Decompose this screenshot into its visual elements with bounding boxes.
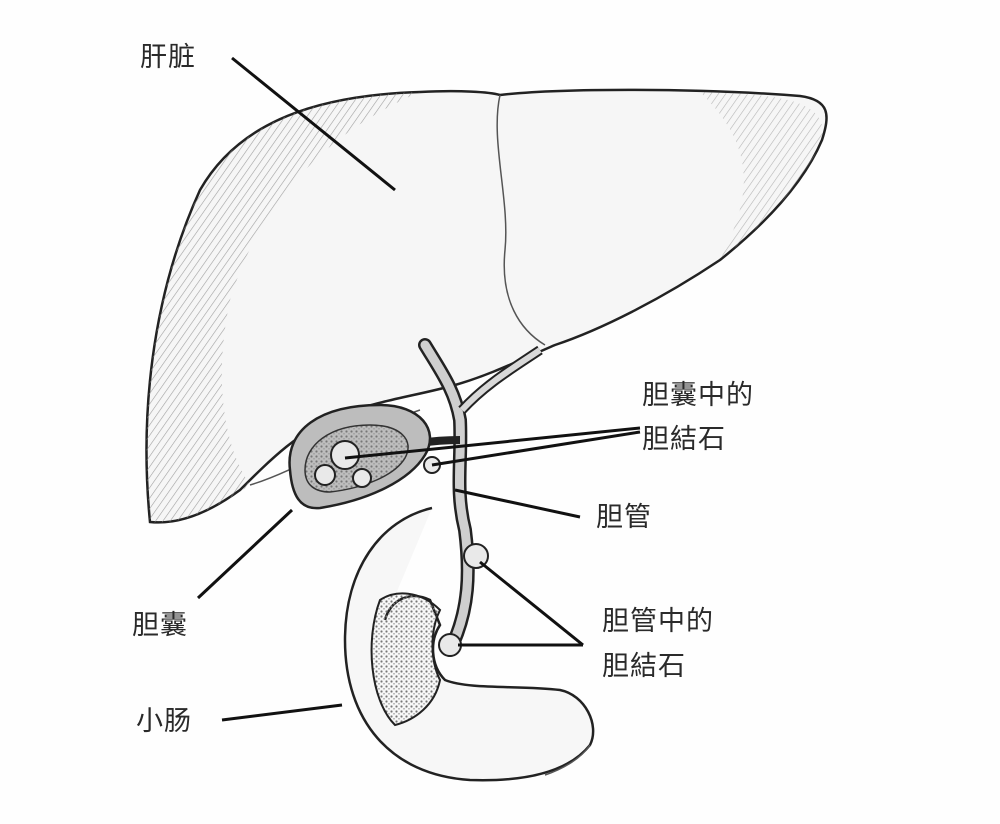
leader-lines [196,56,641,722]
small-intestine [343,506,595,782]
label-gallbladder: 胆囊 [132,610,188,641]
bile-duct [388,338,543,657]
label-gallbladder-stones-1: 胆囊中的 [642,380,754,411]
label-liver: 肝脏 [140,42,196,73]
leader-line-gallbladder-stones [344,426,641,460]
leader-line-gallbladder [196,508,294,600]
leader-line-bile-duct [454,488,581,519]
leader-line-duct-stones [479,560,584,647]
label-duct-stones-1: 胆管中的 [602,606,714,637]
label-bile-duct: 胆管 [596,502,652,533]
leader-line-gallbladder-stones [431,430,641,467]
label-small-intestine: 小肠 [136,706,192,737]
gallstone [352,468,372,488]
gallstone [330,440,360,470]
leader-line-liver [231,56,396,192]
gallstone [438,633,462,657]
label-gallbladder-stones-2: 胆結石 [642,424,726,455]
label-duct-stones-2: 胆結石 [602,651,686,682]
leader-line-small-intestine [221,703,343,722]
gallstone [314,464,336,486]
